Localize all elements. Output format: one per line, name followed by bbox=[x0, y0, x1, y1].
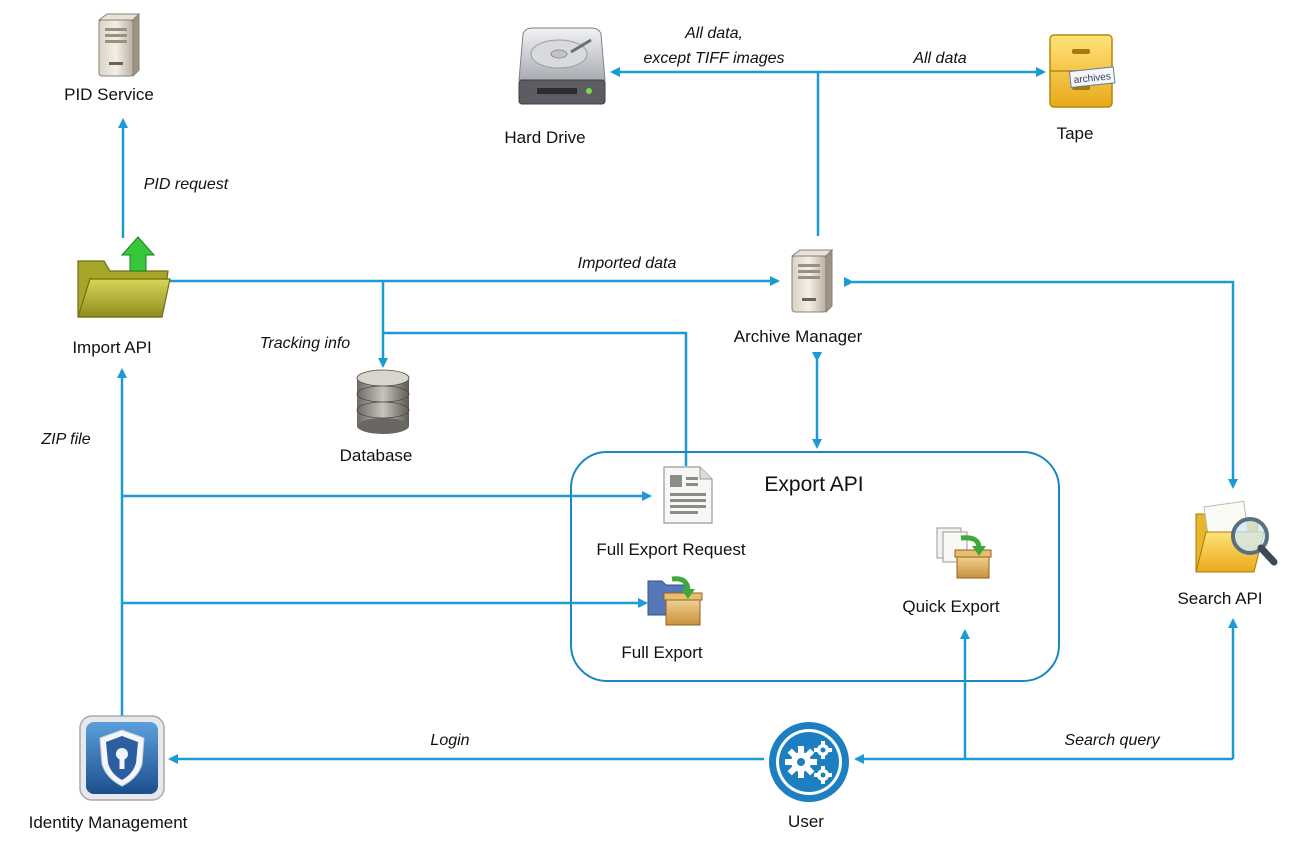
export-api-title: Export API bbox=[764, 473, 863, 496]
edge-label-login: Login bbox=[430, 732, 469, 749]
archive-label: archives bbox=[1073, 71, 1111, 86]
search-api-label: Search API bbox=[1177, 589, 1262, 608]
export-api-container bbox=[570, 451, 1060, 682]
edge-label-pid-request: PID request bbox=[144, 176, 229, 193]
edge-label-search-query: Search query bbox=[1064, 732, 1160, 749]
identity-management-label: Identity Management bbox=[29, 813, 188, 832]
archive-cabinet-icon: archives bbox=[1049, 34, 1116, 108]
edge-label-all-data-except-1: All data, bbox=[684, 25, 743, 42]
edge-label-tracking-info: Tracking info bbox=[260, 335, 351, 352]
tape-label: Tape bbox=[1057, 124, 1094, 143]
edge-label-all-data-except-2: except TIFF images bbox=[643, 50, 784, 67]
folder-upload-icon bbox=[77, 236, 171, 318]
full-export-label: Full Export bbox=[621, 643, 703, 662]
hard-drive-label: Hard Drive bbox=[504, 128, 585, 147]
database-label: Database bbox=[340, 446, 413, 465]
user-label: User bbox=[788, 812, 824, 831]
document-icon bbox=[663, 466, 713, 524]
folder-search-icon bbox=[1195, 500, 1278, 573]
edge-label-zip-file: ZIP file bbox=[40, 431, 90, 448]
server-tower-icon bbox=[97, 12, 141, 78]
edge-archive-search bbox=[844, 277, 1238, 489]
server-tower-icon bbox=[790, 248, 834, 314]
quick-export-label: Quick Export bbox=[902, 597, 1000, 616]
quick-export-icon bbox=[936, 527, 992, 579]
gears-icon bbox=[769, 722, 849, 802]
import-api-label: Import API bbox=[72, 338, 151, 357]
edge-label-all-data: All data bbox=[912, 50, 966, 67]
archive-manager-label: Archive Manager bbox=[734, 327, 863, 346]
connectors bbox=[117, 67, 1238, 764]
hard-drive-icon bbox=[518, 27, 606, 105]
edge-request-to-database bbox=[383, 331, 688, 466]
database-icon bbox=[356, 369, 410, 434]
folder-export-icon bbox=[647, 576, 703, 626]
pid-service-label: PID Service bbox=[64, 85, 154, 104]
full-export-request-label: Full Export Request bbox=[596, 540, 746, 559]
shield-lock-icon bbox=[79, 715, 165, 801]
edge-label-imported-data: Imported data bbox=[578, 255, 677, 272]
